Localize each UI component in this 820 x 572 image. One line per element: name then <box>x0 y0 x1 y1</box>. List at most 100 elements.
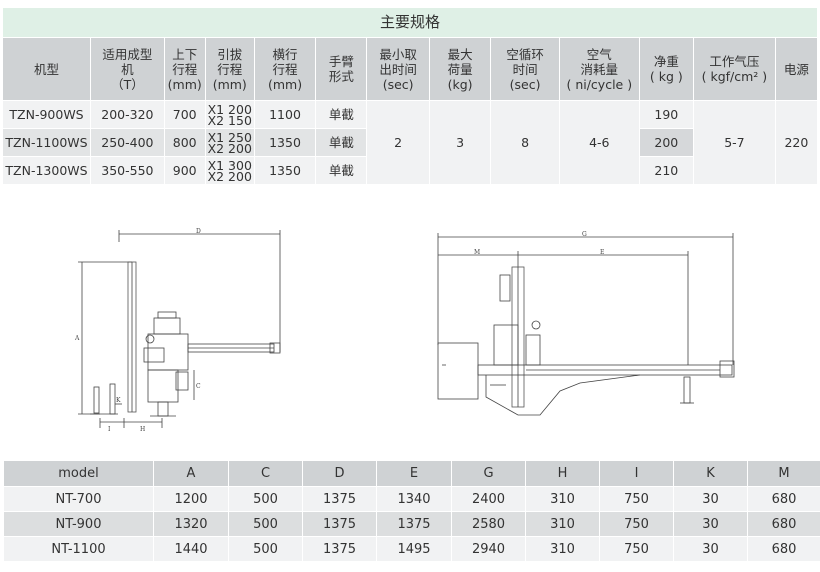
cell-max-load: 3 <box>428 100 492 185</box>
cell-tonnage: 200-320 <box>90 100 165 129</box>
cell-tonnage: 250-400 <box>90 128 165 157</box>
cell-weight: 190 <box>638 100 694 129</box>
dims-header-M: M <box>747 460 820 487</box>
cell-traverse: 1100 <box>253 100 317 129</box>
label-G: G <box>582 231 587 238</box>
dims-header-K: K <box>673 460 748 487</box>
header-dry-cycle: 空循环时间(sec) <box>490 37 560 101</box>
header-working-pressure: 工作气压( kgf/cm² ) <box>692 37 776 101</box>
cell-model: TZN-1300WS <box>1 156 92 185</box>
dimension-table: model A C D E G H I K M NT-700 1200 500 … <box>3 460 820 562</box>
header-air-consumption: 空气消耗量( ni/cycle ) <box>558 37 640 101</box>
cell-updown: 800 <box>163 128 206 157</box>
header-power: 电源 <box>774 37 819 101</box>
label-H: H <box>140 426 145 433</box>
header-traverse-stroke: 横行行程(mm) <box>253 37 317 101</box>
spec-table: 主要规格 机型 适用成型机（T） 上下行程(mm) 引拔行程(mm) 横行行程(… <box>1 7 819 185</box>
dims-header-H: H <box>525 460 600 487</box>
cell-air: 4-6 <box>558 100 640 185</box>
label-A: A <box>74 335 80 342</box>
dims-cell: 2580 <box>451 511 526 537</box>
dims-header-row: model A C D E G H I K M <box>3 460 820 487</box>
dims-cell: 1375 <box>302 486 377 512</box>
label-E: E <box>600 249 604 256</box>
dims-row: NT-900 1320 500 1375 1375 2580 310 750 3… <box>3 511 820 537</box>
dims-header-model: model <box>3 460 154 487</box>
label-D: D <box>196 228 201 235</box>
dims-cell: 30 <box>673 536 748 562</box>
dims-cell: 680 <box>747 486 820 512</box>
dims-header-A: A <box>153 460 229 487</box>
dims-cell: 1200 <box>153 486 229 512</box>
cell-weight: 210 <box>638 156 694 185</box>
label-I: I <box>108 426 111 433</box>
header-draw-stroke: 引拔行程(mm) <box>204 37 255 101</box>
label-K: K <box>116 397 121 404</box>
dims-cell: 1375 <box>376 511 452 537</box>
dims-cell: NT-700 <box>3 486 154 512</box>
dims-header-I: I <box>599 460 674 487</box>
header-min-takeout: 最小取出时间(sec) <box>366 37 430 101</box>
cell-traverse: 1350 <box>253 156 317 185</box>
side-view-drawing: D A C K I H <box>74 228 281 433</box>
dims-cell: 680 <box>747 511 820 537</box>
dims-cell: 2400 <box>451 486 526 512</box>
cell-arm: 单截 <box>315 100 368 129</box>
dims-header-D: D <box>302 460 377 487</box>
cell-pressure: 5-7 <box>692 100 776 185</box>
cell-arm: 单截 <box>315 128 368 157</box>
header-arm-type: 手臂形式 <box>315 37 368 101</box>
dims-cell: 1440 <box>153 536 229 562</box>
dims-cell: 1375 <box>302 536 377 562</box>
cell-weight: 200 <box>638 128 694 157</box>
cell-dry-cycle: 8 <box>490 100 560 185</box>
header-max-load: 最大荷量(kg) <box>428 37 492 101</box>
dims-cell: 310 <box>525 511 600 537</box>
cell-power: 220 <box>774 100 819 185</box>
dims-cell: 1320 <box>153 511 229 537</box>
dims-cell: 1495 <box>376 536 452 562</box>
dims-header-C: C <box>228 460 303 487</box>
dims-row: NT-1100 1440 500 1375 1495 2940 310 750 … <box>3 536 820 562</box>
dims-cell: 310 <box>525 536 600 562</box>
cell-model: TZN-1100WS <box>1 128 92 157</box>
front-view-drawing: G M E <box>437 231 735 416</box>
dims-cell: 1340 <box>376 486 452 512</box>
dims-cell: 30 <box>673 486 748 512</box>
dims-cell: 2940 <box>451 536 526 562</box>
header-model: 机型 <box>1 37 92 101</box>
dims-cell: NT-1100 <box>3 536 154 562</box>
header-net-weight: 净重( kg ) <box>638 37 694 101</box>
label-C: C <box>196 383 201 390</box>
dims-row: NT-700 1200 500 1375 1340 2400 310 750 3… <box>3 486 820 512</box>
cell-min-takeout: 2 <box>366 100 430 185</box>
cell-arm: 单截 <box>315 156 368 185</box>
dims-cell: 500 <box>228 536 303 562</box>
dims-cell: 500 <box>228 486 303 512</box>
dims-header-G: G <box>451 460 526 487</box>
spec-header-row: 机型 适用成型机（T） 上下行程(mm) 引拔行程(mm) 横行行程(mm) 手… <box>1 37 819 101</box>
dims-cell: 500 <box>228 511 303 537</box>
cell-updown: 900 <box>163 156 206 185</box>
cell-updown: 700 <box>163 100 206 129</box>
dims-cell: 30 <box>673 511 748 537</box>
cell-model: TZN-900WS <box>1 100 92 129</box>
dims-cell: 310 <box>525 486 600 512</box>
dims-cell: 750 <box>599 486 674 512</box>
header-updown-stroke: 上下行程(mm) <box>163 37 206 101</box>
dims-header-E: E <box>376 460 452 487</box>
dims-cell: NT-900 <box>3 511 154 537</box>
cell-tonnage: 350-550 <box>90 156 165 185</box>
dims-cell: 750 <box>599 511 674 537</box>
dims-cell: 750 <box>599 536 674 562</box>
header-tonnage: 适用成型机（T） <box>90 37 165 101</box>
spec-title: 主要规格 <box>2 7 818 38</box>
label-M: M <box>474 249 480 256</box>
dims-cell: 680 <box>747 536 820 562</box>
